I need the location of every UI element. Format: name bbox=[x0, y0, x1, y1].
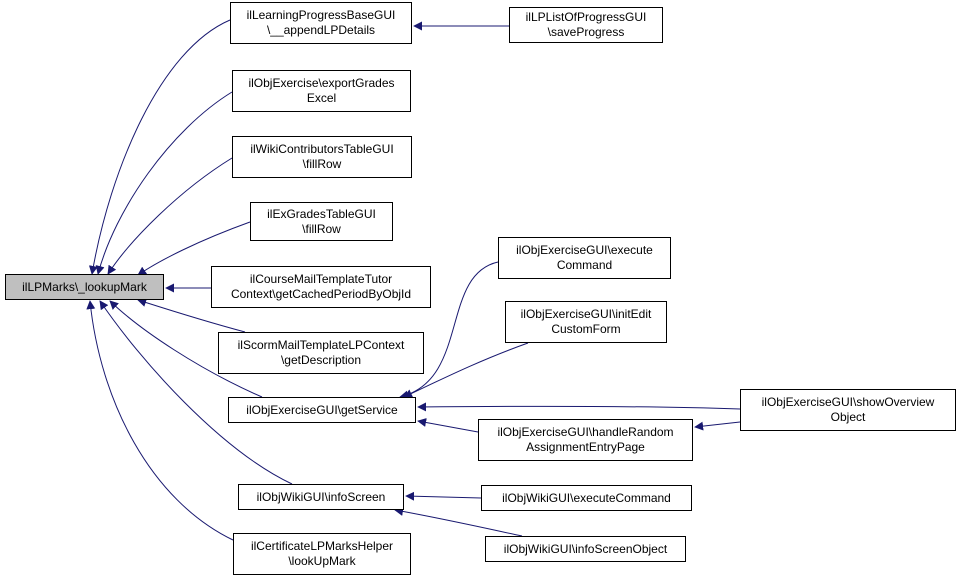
node-label: \fillRow bbox=[302, 221, 341, 236]
node-scorm-mail-template-lp-context[interactable]: ilScormMailTemplateLPContext\getDescript… bbox=[218, 332, 424, 374]
node-label: ilCourseMailTemplateTutor bbox=[249, 272, 393, 286]
edge-handle-to-getsvc bbox=[417, 418, 479, 433]
node-label: ilObjExerciseGUI\showOverview bbox=[761, 395, 935, 409]
node-label: \getDescription bbox=[280, 353, 362, 367]
node-label: Command bbox=[556, 258, 613, 272]
node-label: \__appendLPDetails bbox=[266, 23, 376, 37]
edge-wikiinfo-to-infoscreen bbox=[394, 506, 523, 537]
node-obj-wiki-gui-info-screen[interactable]: ilObjWikiGUI\infoScreen bbox=[238, 484, 404, 510]
node-label: Context\getCachedPeriodByObjId bbox=[230, 287, 412, 301]
edge-initedit-to-getsvc bbox=[403, 342, 529, 398]
node-label: CustomForm bbox=[551, 322, 621, 336]
node-obj-wiki-gui-info-screen-object[interactable]: ilObjWikiGUI\infoScreenObject bbox=[485, 536, 686, 562]
node-label: ilLPMarks\_lookupMark bbox=[22, 279, 147, 294]
node-wiki-contributors-table-gui[interactable]: ilWikiContributorsTableGUI\fillRow bbox=[232, 136, 412, 178]
node-label: AssignmentEntryPage bbox=[526, 440, 645, 454]
node-certificate-lp-marks-helper[interactable]: ilCertificateLPMarksHelper\lookUpMark bbox=[233, 533, 411, 575]
node-obj-wiki-gui-execute-command[interactable]: ilObjWikiGUI\executeCommand bbox=[481, 485, 692, 511]
node-label: \fillRow bbox=[302, 157, 342, 171]
edge-getsvc-to-root bbox=[109, 300, 263, 398]
node-label: ilScormMailTemplateLPContext bbox=[237, 338, 405, 352]
node-ex-grades-table-gui[interactable]: ilExGradesTableGUI\fillRow bbox=[250, 202, 393, 241]
edge-wikiexec-to-infoscreen bbox=[405, 491, 482, 501]
node-root-lookupmark: ilLPMarks\_lookupMark bbox=[5, 274, 164, 300]
node-label: ilExGradesTableGUI bbox=[267, 206, 376, 221]
node-label: ilObjExerciseGUI\getService bbox=[246, 402, 398, 417]
node-label: \lookUpMark bbox=[288, 554, 356, 568]
node-label: ilObjWikiGUI\infoScreenObject bbox=[503, 541, 668, 556]
edge-infoscreen-to-root bbox=[99, 300, 293, 485]
node-learning-progress-base-gui[interactable]: ilLearningProgressBaseGUI\__appendLPDeta… bbox=[230, 2, 412, 44]
node-label: ilLPListOfProgressGUI bbox=[525, 10, 647, 24]
node-label: ilObjWikiGUI\executeCommand bbox=[502, 490, 671, 505]
node-label: \saveProgress bbox=[547, 25, 625, 39]
edge-cert-to-root bbox=[86, 300, 234, 541]
edge-execcmd-to-getsvc bbox=[399, 261, 499, 400]
node-label: ilLearningProgressBaseGUI bbox=[246, 8, 396, 22]
node-label: ilObjExercise\exportGrades bbox=[248, 76, 395, 90]
node-label: ilCertificateLPMarksHelper bbox=[250, 539, 394, 553]
node-label: Object bbox=[830, 410, 866, 424]
node-label: Excel bbox=[306, 91, 337, 105]
edge-scorm-to-root bbox=[137, 298, 246, 333]
node-obj-exercise-gui-get-service[interactable]: ilObjExerciseGUI\getService bbox=[228, 397, 416, 423]
edge-showov-to-handle bbox=[694, 421, 741, 431]
edge-wiki-to-root bbox=[107, 157, 233, 275]
node-label: ilObjWikiGUI\infoScreen bbox=[256, 489, 386, 504]
node-label: ilObjExerciseGUI\handleRandom bbox=[497, 425, 674, 439]
edge-exgrades-to-root bbox=[95, 91, 233, 275]
node-label: ilWikiContributorsTableGUI bbox=[250, 142, 394, 156]
node-lp-list-of-progress-gui[interactable]: ilLPListOfProgressGUI\saveProgress bbox=[509, 7, 663, 43]
edge-showov-to-getsvc bbox=[417, 402, 741, 412]
edge-lpbase-to-root bbox=[88, 19, 231, 275]
node-label: ilObjExerciseGUI\execute bbox=[516, 243, 653, 257]
edge-exgt-to-root bbox=[137, 221, 251, 276]
node-label: ilObjExerciseGUI\initEdit bbox=[520, 307, 652, 321]
